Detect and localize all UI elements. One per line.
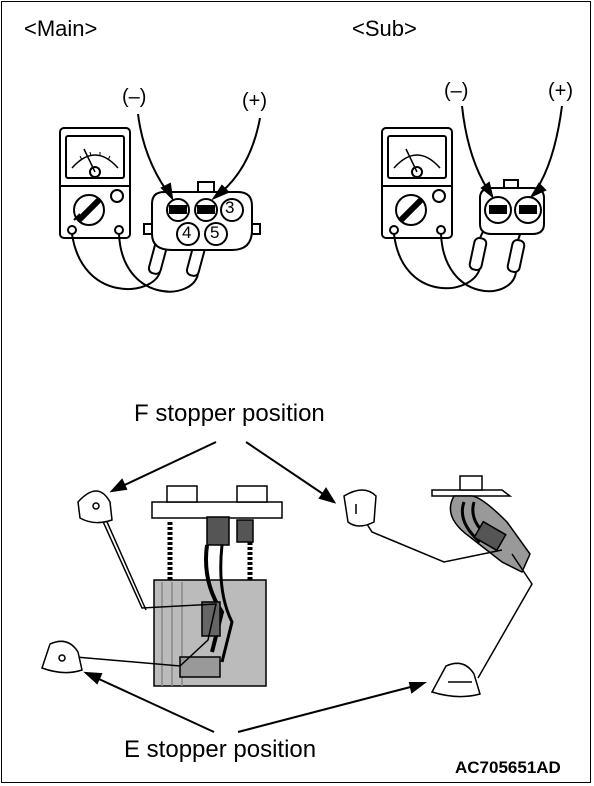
- sub-float-e-position: [430, 662, 481, 698]
- main-fuel-pump-assembly: [151, 485, 283, 687]
- main-multimeter: [59, 127, 131, 239]
- pin-number-5: 5: [210, 223, 220, 242]
- main-header: <Main>: [24, 16, 98, 41]
- main-float-arm: [63, 505, 217, 667]
- figure-code: AC705651AD: [455, 758, 561, 777]
- sub-positive-label: (+): [548, 80, 573, 102]
- pin-number-4: 4: [182, 223, 192, 242]
- main-negative-label: (–): [122, 86, 147, 108]
- sub-header: <Sub>: [352, 16, 417, 41]
- main-float-f-position: [77, 490, 113, 524]
- sub-negative-label: (–): [444, 80, 469, 102]
- sub-level-sensor-assembly: [431, 475, 531, 574]
- f-stopper-caption: F stopper position: [134, 400, 325, 427]
- e-stopper-arrows: [83, 671, 427, 733]
- main-float-e-position: [41, 640, 83, 674]
- f-stopper-arrows: [109, 441, 337, 504]
- main-connector: [143, 181, 261, 251]
- main-positive-label: (+): [242, 90, 267, 112]
- e-stopper-caption: E stopper position: [124, 736, 317, 763]
- pin-number-3: 3: [225, 198, 235, 217]
- main-polarity-arrows: [137, 113, 261, 201]
- sub-multimeter: [381, 127, 453, 239]
- sub-float-f-position: [343, 489, 377, 527]
- sub-polarity-arrows: [461, 105, 563, 199]
